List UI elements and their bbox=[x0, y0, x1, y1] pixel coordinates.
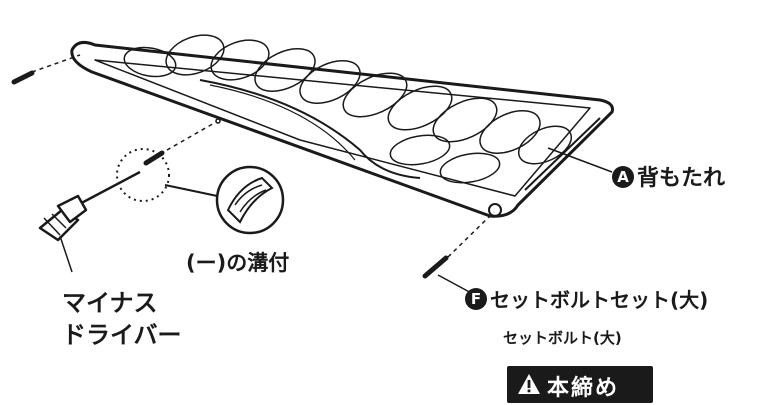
screwdriver-label: マイナス ドライバー bbox=[62, 287, 182, 351]
leader-line bbox=[164, 184, 223, 198]
backrest-panel bbox=[70, 34, 614, 218]
bolt-sublabel: セットボルト(大) bbox=[503, 329, 622, 347]
final-tighten-badge: 本締め bbox=[507, 366, 653, 403]
backrest-text: 背もたれ bbox=[637, 166, 726, 191]
screwdriver-label-line1: マイナス bbox=[62, 289, 158, 317]
warning-triangle-icon bbox=[518, 374, 540, 394]
screwdriver-label-line2: ドライバー bbox=[62, 321, 182, 349]
guide-lines bbox=[31, 54, 495, 258]
magnifier-circle bbox=[116, 148, 170, 202]
bolt-badge: F bbox=[465, 288, 487, 310]
groove-label: (ー)の溝付 bbox=[186, 251, 290, 275]
screwdriver-icon bbox=[38, 170, 141, 273]
backrest-badge: A bbox=[612, 166, 634, 188]
groove-detail bbox=[215, 165, 285, 235]
final-tighten-text: 本締め bbox=[547, 376, 620, 401]
bolt-set-text: セットボルトセット(大) bbox=[490, 288, 709, 312]
backrest-leader bbox=[547, 147, 613, 173]
